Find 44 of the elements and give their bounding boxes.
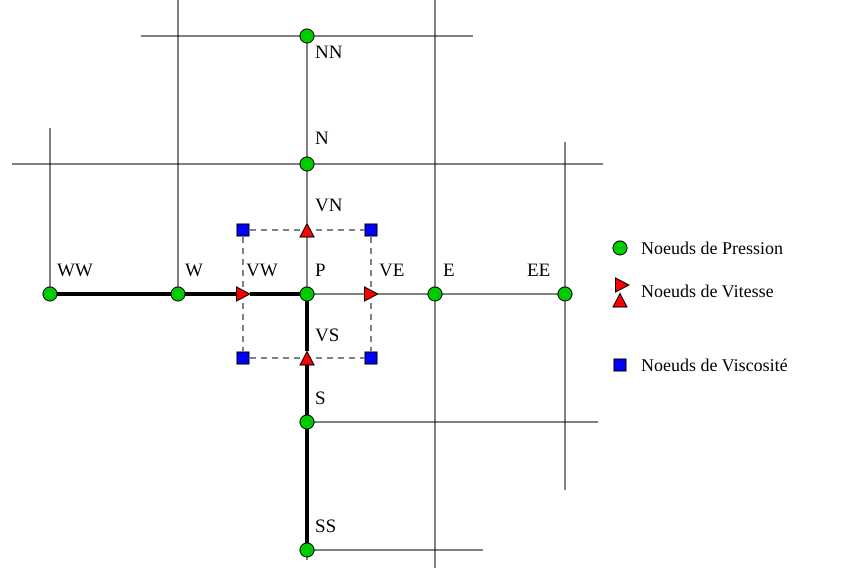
pressure-node (557, 286, 573, 302)
node-label: NN (315, 42, 342, 64)
pressure-node (299, 286, 315, 302)
pressure-node (299, 28, 315, 44)
grid-line (305, 301, 309, 351)
node-label: VS (315, 325, 340, 347)
node-label: SS (315, 516, 336, 538)
node-label: VN (315, 195, 342, 217)
node-label: P (315, 260, 326, 282)
velocity-node (235, 286, 251, 302)
pressure-node (299, 542, 315, 558)
viscosity-node (235, 350, 251, 366)
node-label: W (185, 260, 203, 282)
grid-line (185, 292, 236, 296)
pressure-node (427, 286, 443, 302)
grid-line (306, 170, 308, 224)
grid-line (306, 236, 308, 288)
grid-line (305, 365, 309, 415)
pressure-node (299, 414, 315, 430)
legend-text: Noeuds de Pression (641, 237, 783, 259)
legend-text: Noeuds de Vitesse (641, 280, 774, 302)
grid-line (306, 42, 308, 158)
pressure-node (299, 156, 315, 172)
velocity-node (299, 222, 315, 238)
node-label: WW (57, 260, 93, 282)
pressure-node (42, 286, 58, 302)
viscosity-node (363, 222, 379, 238)
grid-line (305, 429, 309, 543)
node-label: VE (379, 260, 404, 282)
viscosity-node (363, 350, 379, 366)
grid-line (250, 292, 300, 296)
node-label: EE (527, 260, 550, 282)
node-label: S (315, 388, 326, 410)
dashed-line (242, 236, 244, 352)
node-label: N (315, 128, 329, 150)
pressure-node (170, 286, 186, 302)
velocity-node (363, 286, 379, 302)
node-label: E (443, 260, 455, 282)
legend-text: Noeuds de Viscosité (641, 354, 788, 376)
dashed-line (370, 236, 372, 352)
viscosity-node (235, 222, 251, 238)
velocity-node (299, 350, 315, 366)
grid-line (57, 292, 171, 296)
node-label: VW (246, 260, 278, 282)
